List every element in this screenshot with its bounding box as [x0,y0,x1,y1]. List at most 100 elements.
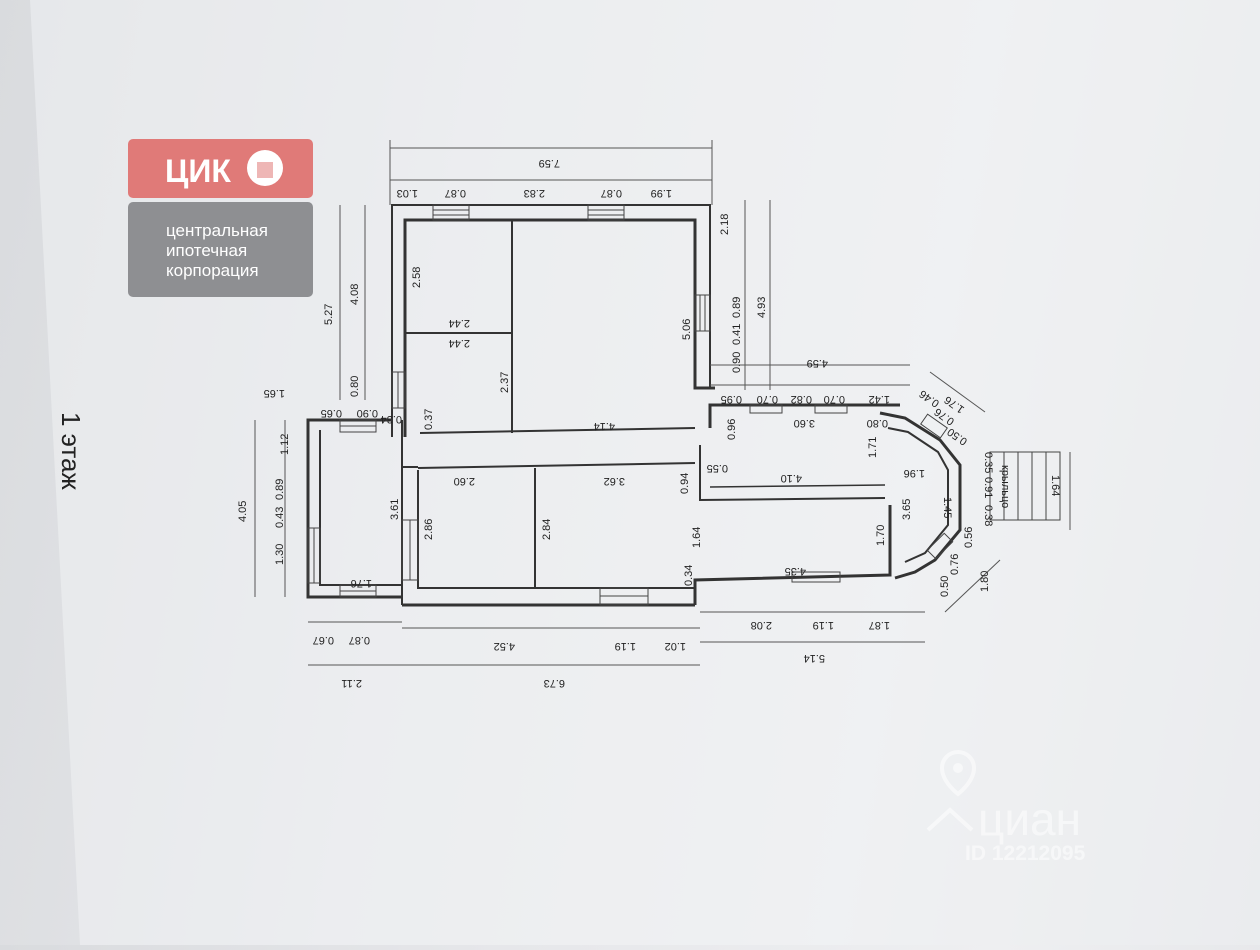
logo-building-icon-window [257,162,273,178]
dim-label: 0.65 [321,407,342,419]
dim-label: 0.80 [349,376,361,397]
dim-label: 2.37 [499,372,511,393]
dim-label: 5.06 [681,319,693,340]
dim-label: 1.87 [869,619,890,631]
floor-title: 1 этаж [56,412,86,490]
window-13 [920,413,948,439]
dim-label: 0.76 [949,554,961,575]
dim-label: 4.93 [756,297,768,318]
dim-label: 1.02 [665,640,686,652]
dim-label: 4.05 [237,501,249,522]
dim-label: 1.64 [1049,475,1061,496]
dim-label: 3.61 [389,499,401,520]
dim-label: 0.89 [731,297,743,318]
dim-label: 0.91 [982,477,994,498]
dim-label: 1.19 [615,640,636,652]
dim-label: 1.70 [875,525,887,546]
bay-inner-wall [887,427,949,563]
dim-label: 4.08 [349,284,361,305]
dim-label: 4.14 [594,420,615,432]
dim-label: 0.89 [274,479,286,500]
right-inner-wall [699,445,886,502]
dim-label: 2.60 [454,475,475,487]
dim-label: 4.52 [494,640,515,652]
dim-label: 3.60 [794,417,815,429]
dim-label: 0.95 [721,393,742,405]
dim-label: 4.35 [785,565,806,577]
dim-label: 0.43 [274,507,286,528]
logo-line-3: корпорация [166,261,259,280]
dim-label: 0.94 [679,473,691,494]
dim-label: 0.87 [349,634,370,646]
dim-label: 6.73 [544,677,565,689]
dim-label: 0.96 [726,419,738,440]
dim-label: 0.70 [757,393,778,405]
dim-label: 0.87 [445,187,466,199]
dim-label: 0.34 [683,565,695,586]
logo-line-1: центральная [166,221,268,240]
dim-label: 1.96 [904,467,925,479]
dim-label: 2.86 [423,519,435,540]
window-1 [432,204,470,221]
partition-c [419,427,696,434]
cik-logo: ЦИК центральная ипотечная корпорация [128,139,313,297]
dim-label: 1.19 [813,619,834,631]
cian-watermark: циан ID 12212095 [926,750,1086,865]
dim-label: 2.08 [751,619,772,631]
dim-label: 3.65 [901,499,913,520]
dim-label: 0.55 [707,462,728,474]
dim-label: 2.58 [411,267,423,288]
dim-label: 0.82 [791,393,812,405]
dim-label: 1.42 [869,393,890,405]
dim-label: 4.59 [807,357,828,369]
windows [307,204,954,606]
dim-label: 0.38 [982,505,994,526]
upper-outer-wall [403,218,715,437]
dimension-lines [254,140,1071,666]
logo-line-2: ипотечная [166,241,247,260]
dim-label: 7.59 [539,157,560,169]
dim-label: 0.67 [313,634,334,646]
dim-label: 0.35 [982,452,994,473]
house-roof-icon [926,807,974,832]
stairs-outline [989,451,1061,521]
dim-label: 2.44 [449,337,470,349]
dim-label: 2.84 [541,519,553,540]
dim-label: 2.44 [449,317,470,329]
stairs-label: крыльцо [999,465,1011,508]
dim-label: 1.99 [651,187,672,199]
logo-mark-text: ЦИК [165,153,231,189]
dim-label: 1.76 [351,577,372,589]
dim-label: 1.12 [279,434,291,455]
window-10 [791,571,841,583]
location-pin-icon [939,750,977,797]
dim-label: 1.80 [979,571,991,592]
dim-label: 0.56 [963,527,975,548]
dim-label: 1.65 [264,387,285,399]
dim-label: 0.87 [601,187,622,199]
dim-label: 1.30 [274,544,286,565]
dim-label: 1.71 [867,437,879,458]
right-inner-line [709,484,886,488]
dim-label: 0.34 [381,413,402,425]
dim-label: 0.90 [357,407,378,419]
dim-label: 0.50 [939,576,951,597]
logo-grey-panel [128,202,313,297]
dim-line-bay-1 [929,371,986,413]
dim-label: 5.14 [804,652,825,664]
window-2 [587,204,625,221]
bay-outer-wall [879,411,962,580]
porch-stairs [989,451,1061,521]
dim-label: 2.11 [341,677,362,689]
dim-line-bay-2 [944,559,1001,613]
window-14 [926,532,954,560]
dim-label: 3.62 [604,475,625,487]
window-3 [694,294,711,332]
paper-sheet [30,0,1260,945]
dim-label: 1.64 [691,527,703,548]
watermark-id: ID 12212095 [965,842,1086,865]
dim-label: 0.70 [824,393,845,405]
dim-label: 2.18 [719,214,731,235]
dim-label: 5.27 [323,304,335,325]
